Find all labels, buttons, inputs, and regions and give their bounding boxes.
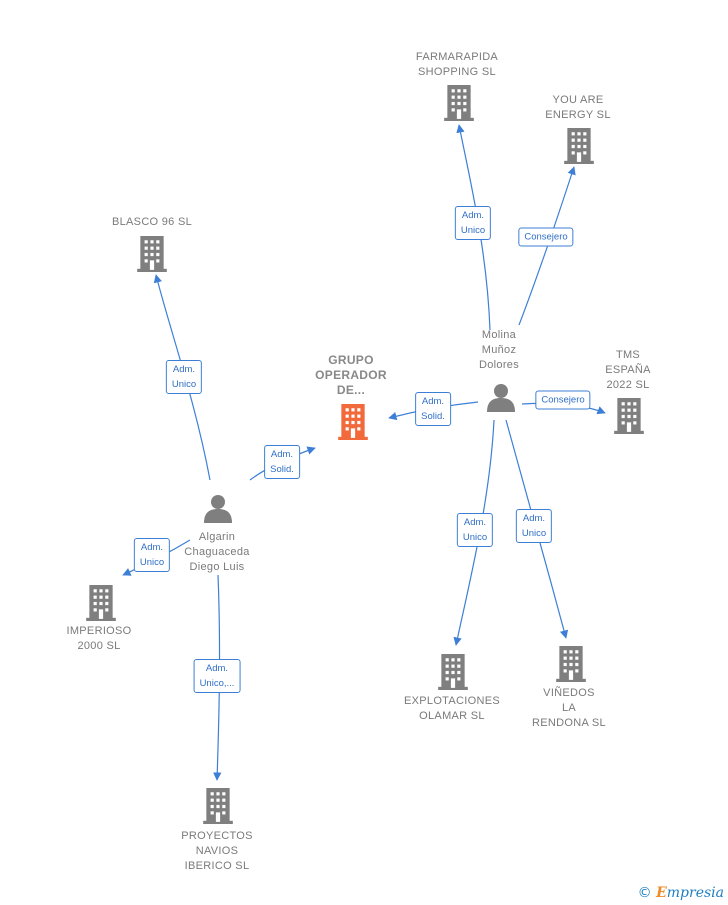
- node-label-imperioso[interactable]: IMPERIOSO 2000 SL: [66, 625, 132, 652]
- edge-label-molina-to-farmarapida[interactable]: Adm. Unico: [454, 206, 492, 240]
- edge-label-molina-to-tms[interactable]: Consejero: [535, 390, 591, 410]
- building-icon-proyectos[interactable]: [203, 788, 233, 824]
- node-label-proyectos[interactable]: PROYECTOS NAVIOS IBERICO SL: [181, 830, 253, 872]
- empresia-logo: © Empresia: [638, 885, 724, 901]
- person-icon-molina[interactable]: [487, 384, 515, 412]
- node-label-blasco[interactable]: BLASCO 96 SL: [111, 216, 193, 228]
- edge-label-algarin-to-proyectos[interactable]: Adm. Unico,...: [193, 659, 241, 693]
- node-label-farmarapida[interactable]: FARMARAPIDA SHOPPING SL: [415, 51, 499, 78]
- edge-label-algarin-to-blasco[interactable]: Adm. Unico: [165, 360, 203, 394]
- person-icon-algarin[interactable]: [204, 495, 232, 523]
- logo-text: mpresia: [666, 885, 724, 901]
- node-label-algarin[interactable]: Algarin Chaguaceda Diego Luis: [184, 531, 250, 573]
- building-icon-blasco[interactable]: [137, 236, 167, 272]
- building-icon-tms[interactable]: [614, 398, 644, 434]
- building-icon-grupo[interactable]: [338, 404, 368, 440]
- building-icon-youare[interactable]: [564, 128, 594, 164]
- edge-label-algarin-to-grupo[interactable]: Adm. Solid.: [264, 445, 300, 479]
- building-icon-farmarapida[interactable]: [444, 85, 474, 121]
- edge-label-molina-to-youare[interactable]: Consejero: [518, 227, 574, 247]
- edge-label-molina-to-grupo[interactable]: Adm. Solid.: [415, 392, 451, 426]
- edge-label-molina-to-vinedos[interactable]: Adm. Unico: [515, 509, 553, 543]
- logo-initial: E: [656, 885, 667, 901]
- node-label-vinedos[interactable]: VIÑEDOS LA RENDONA SL: [532, 687, 606, 729]
- node-label-molina[interactable]: Molina Muñoz Dolores: [478, 329, 520, 371]
- node-label-youare[interactable]: YOU ARE ENERGY SL: [545, 94, 611, 121]
- node-label-tms[interactable]: TMS ESPAÑA 2022 SL: [605, 349, 651, 391]
- node-label-grupo[interactable]: GRUPO OPERADOR DE...: [315, 353, 387, 397]
- building-icon-imperioso[interactable]: [86, 585, 116, 621]
- node-label-explotaciones[interactable]: EXPLOTACIONES OLAMAR SL: [404, 695, 500, 722]
- copyright-icon: ©: [637, 885, 652, 901]
- building-icon-vinedos[interactable]: [556, 646, 586, 682]
- building-icon-explotaciones[interactable]: [438, 654, 468, 690]
- edge-label-molina-to-explotaciones[interactable]: Adm. Unico: [456, 513, 494, 547]
- edge-label-algarin-to-imperioso[interactable]: Adm. Unico: [133, 538, 171, 572]
